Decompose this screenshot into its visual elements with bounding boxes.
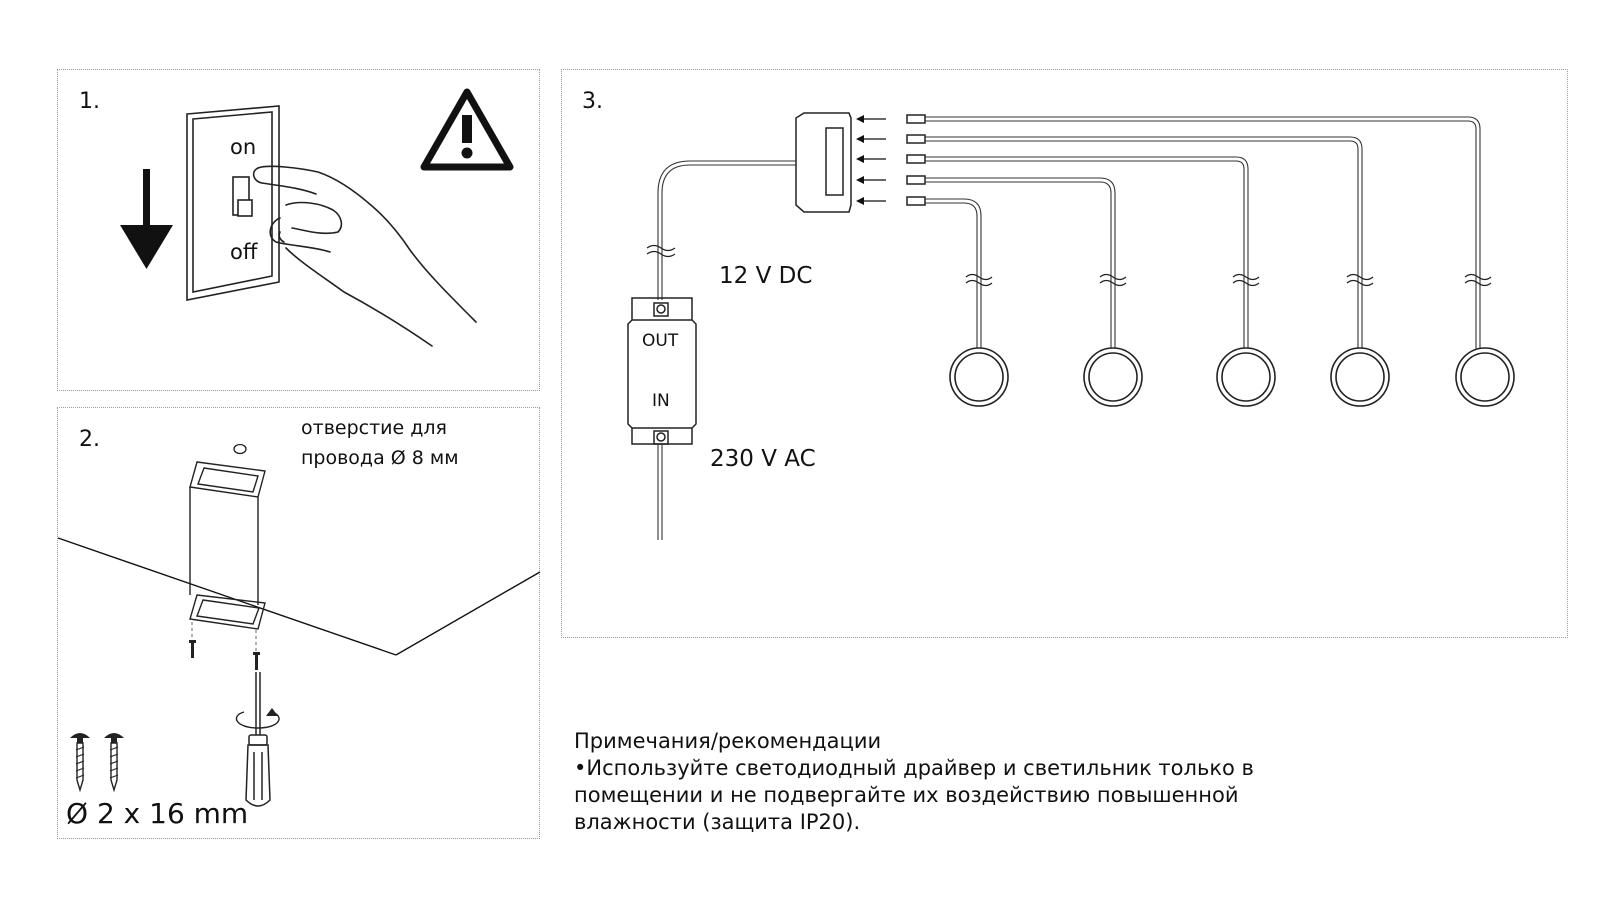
ac-voltage-label: 230 V AC xyxy=(710,446,816,472)
notes-bullet-text1: Используйте светодиодный драйвер и свети… xyxy=(586,756,1254,780)
step3-panel xyxy=(561,69,1568,638)
rotation-arrow-icon xyxy=(235,708,280,729)
step1-number: 1. xyxy=(79,89,100,114)
warning-triangle-icon xyxy=(420,88,514,171)
light-cables xyxy=(925,116,1481,350)
puck-light-2 xyxy=(1083,347,1143,407)
notes-bullet-line2: помещении и не подвергайте их воздействи… xyxy=(574,783,1239,807)
puck-light-4 xyxy=(1330,347,1390,407)
notes-block: Примечания/рекомендации •Используйте све… xyxy=(574,728,1254,836)
hole-label-line2: провода Ø 8 мм xyxy=(301,447,459,469)
notes-bullet-line1: •Используйте светодиодный драйвер и свет… xyxy=(574,755,1254,782)
cabinet-edge xyxy=(57,537,541,656)
driver-in-label: IN xyxy=(652,391,670,411)
led-driver xyxy=(627,297,697,445)
cable-break-marks xyxy=(965,273,1492,287)
step1-panel xyxy=(57,69,540,391)
hand-illustration xyxy=(252,165,477,347)
screwdriver-icon xyxy=(245,672,271,807)
light-switch xyxy=(186,105,280,301)
mounting-bracket-top xyxy=(189,461,266,605)
switch-off-label: off xyxy=(230,240,258,264)
distributor-box xyxy=(795,112,852,213)
screw-icon xyxy=(104,733,124,793)
ac-cable xyxy=(657,444,663,540)
puck-lights xyxy=(949,347,1515,407)
mounting-bracket-bottom xyxy=(189,594,266,630)
puck-light-1 xyxy=(949,347,1009,407)
connector-plugs xyxy=(906,114,926,206)
puck-light-5 xyxy=(1455,347,1515,407)
step2-number: 2. xyxy=(79,427,100,452)
puck-light-3 xyxy=(1216,347,1276,407)
driver-out-label: OUT xyxy=(642,331,679,351)
notes-title: Примечания/рекомендации xyxy=(574,729,882,753)
wire-hole xyxy=(233,443,247,455)
step3-number: 3. xyxy=(582,89,603,114)
screw-icon xyxy=(189,640,260,670)
dc-cable xyxy=(646,160,796,300)
switch-on-label: on xyxy=(230,135,257,159)
dc-voltage-label: 12 V DC xyxy=(719,263,813,289)
down-arrow-icon xyxy=(120,169,173,269)
step2-panel xyxy=(57,407,540,839)
notes-bullet-line3: влажности (защита IP20). xyxy=(574,810,861,834)
screw-size-label: Ø 2 x 16 mm xyxy=(66,797,249,830)
hole-label-line1: отверстие для xyxy=(301,417,447,439)
input-arrow-icons xyxy=(856,115,886,205)
bullet-icon: • xyxy=(574,756,587,780)
screw-icon xyxy=(70,733,90,793)
